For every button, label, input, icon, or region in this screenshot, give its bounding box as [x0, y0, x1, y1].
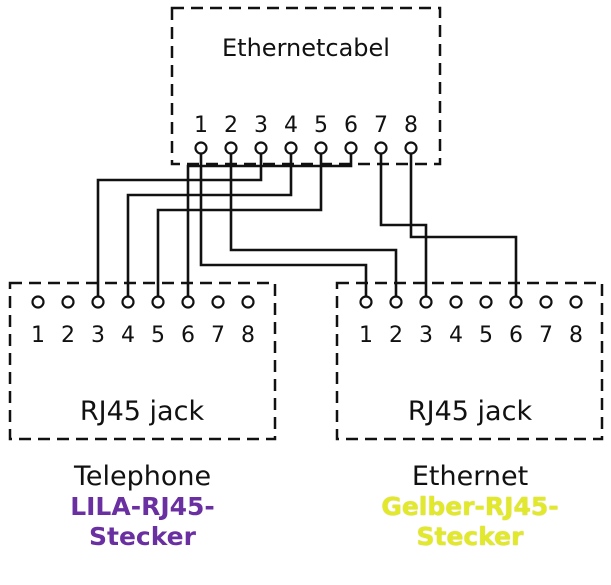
left-jack-pin-terminal: [241, 295, 255, 309]
wire: [409, 153, 518, 297]
right-jack-pin-terminal: [359, 295, 373, 309]
wire: [229, 153, 398, 297]
left-jack-pin-number: 5: [151, 323, 165, 348]
left-caption: Telephone LILA-RJ45- Stecker: [40, 462, 245, 552]
right-caption-title: Ethernet: [411, 461, 529, 492]
left-jack-box: [8, 281, 277, 441]
left-jack-pin-number: 6: [181, 323, 195, 348]
cable-pin-terminal: [284, 141, 298, 155]
cable-pin-number: 7: [374, 113, 388, 138]
wires: [96, 153, 518, 297]
right-jack-pin-number: 6: [509, 323, 523, 348]
wire: [199, 153, 368, 297]
right-jack-pin-terminal: [509, 295, 523, 309]
cable-pin-terminal: [224, 141, 238, 155]
left-jack-pin-number: 3: [91, 323, 105, 348]
right-caption: Ethernet Gelber-RJ45- Stecker: [350, 462, 590, 552]
left-jack-pin-terminal: [151, 295, 165, 309]
wire: [126, 153, 293, 297]
cable-pin-terminal: [404, 141, 418, 155]
right-jack-pin-number: 5: [479, 323, 493, 348]
left-jack-pin-terminal: [91, 295, 105, 309]
cable-box: [170, 6, 442, 166]
right-jack-pin-number: 3: [419, 323, 433, 348]
cable-pin-number: 3: [254, 113, 268, 138]
cable-pin-number: 1: [194, 113, 208, 138]
cable-pin-terminal: [314, 141, 328, 155]
cable-pin-number: 2: [224, 113, 238, 138]
wire: [96, 153, 263, 297]
cable-title: Ethernetcabel: [222, 34, 390, 62]
wire: [156, 153, 323, 297]
right-plug-name: Gelber-RJ45- Stecker: [381, 492, 559, 551]
right-jack-pin-terminal: [569, 295, 583, 309]
left-jack-label: RJ45 jack: [80, 396, 205, 427]
right-jack-pin-terminal: [539, 295, 553, 309]
cable-pin-number: 6: [344, 113, 358, 138]
right-jack-box: [335, 281, 604, 441]
left-jack-pin-number: 4: [121, 323, 135, 348]
left-jack-pin-number: 7: [211, 323, 225, 348]
left-caption-title: Telephone: [73, 461, 212, 492]
cable-pin-terminal: [374, 141, 388, 155]
right-jack-label: RJ45 jack: [408, 396, 533, 427]
left-jack-pin-number: 8: [241, 323, 255, 348]
wire: [379, 153, 428, 297]
cable-pin-number: 8: [404, 113, 418, 138]
left-jack-pin-number: 2: [61, 323, 75, 348]
cable-pin-number: 4: [284, 113, 298, 138]
right-jack-pin-number: 1: [359, 323, 373, 348]
left-jack-pin-number: 1: [31, 323, 45, 348]
left-jack-pin-terminal: [211, 295, 225, 309]
left-plug-name: LILA-RJ45- Stecker: [70, 492, 215, 551]
cable-pin-terminal: [194, 141, 208, 155]
left-jack-pin-terminal: [61, 295, 75, 309]
left-jack-pin-terminal: [31, 295, 45, 309]
cable-pin-terminal: [344, 141, 358, 155]
right-jack-pin-number: 8: [569, 323, 583, 348]
right-jack-pin-number: 4: [449, 323, 463, 348]
right-jack-pin-number: 7: [539, 323, 553, 348]
right-jack-pin-terminal: [419, 295, 433, 309]
right-jack-pin-terminal: [449, 295, 463, 309]
right-jack-pin-terminal: [389, 295, 403, 309]
wire: [186, 153, 353, 297]
left-jack-pin-terminal: [121, 295, 135, 309]
right-jack-pin-terminal: [479, 295, 493, 309]
left-jack-pin-terminal: [181, 295, 195, 309]
cable-pin-number: 5: [314, 113, 328, 138]
cable-pin-terminal: [254, 141, 268, 155]
right-jack-pin-number: 2: [389, 323, 403, 348]
